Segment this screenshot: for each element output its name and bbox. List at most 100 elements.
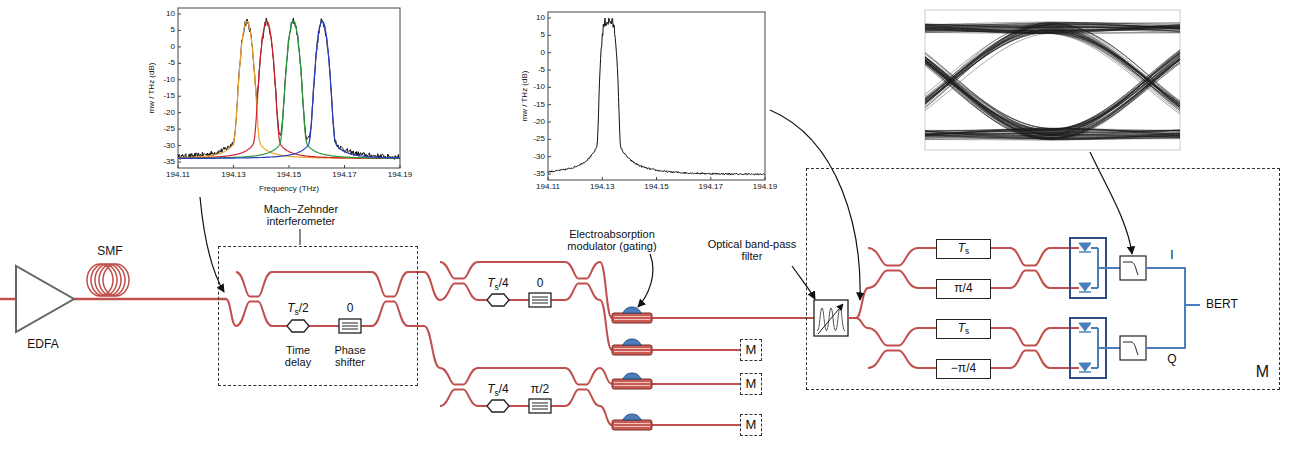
tick-label: -5 [538,66,545,75]
tick-mark [548,52,551,53]
eye-trace [925,55,1180,139]
tick-label: 194.13 [590,183,614,192]
modulator-electrode [623,373,641,379]
component-label: Electroabsorption modulator (gating) [552,228,672,252]
axis-title: Frequency (THz) [259,185,319,194]
eye-trace [925,27,1180,108]
tick-mark [765,177,766,180]
lowpass-filter-symbol [1120,336,1146,360]
tick-label: -15 [163,92,175,101]
electrode-line [532,409,548,410]
spectrum-trace [178,18,400,159]
coupler [440,262,478,279]
eye-trace [925,56,1180,136]
electrical-wire [1091,367,1098,369]
electrical-wire [1146,305,1185,348]
modulator-stripe [614,316,650,317]
electrode-line [532,297,548,298]
eye-trace [925,54,1180,137]
axis-title: mw / THz (dB) [148,63,157,114]
modulator-stripe [614,426,650,427]
tick-label: -20 [163,108,175,117]
tick-mark [178,96,181,97]
tick-mark [178,63,181,64]
modulator-stripe [614,382,650,383]
tick-mark [548,35,551,36]
electrical-wire [1098,347,1120,349]
tick-label: 5 [541,31,545,40]
tick-label: -25 [533,135,545,144]
tick-label: -35 [533,170,545,179]
phase-shifter-symbol [529,293,551,307]
eye-trace [925,49,1180,130]
component-label: Phase shifter [328,344,372,368]
electrode-line [532,403,548,404]
tick-mark [548,70,551,71]
eye-trace [925,59,1180,139]
waveguide [600,300,612,350]
modulator-electrode [623,307,641,313]
eye-trace [925,28,1180,107]
eye-trace [925,24,1180,114]
coupler [440,284,478,301]
tick-label: 5 [171,26,175,35]
coupler [565,262,600,279]
waveguide [478,261,565,263]
delay-value: Ts/4 [487,383,509,396]
box-label: M [746,343,757,357]
electrode-line [342,329,358,330]
coupler [236,272,272,297]
tick-mark [178,165,179,168]
photodiode-bar [1079,331,1091,333]
eye-trace [925,52,1180,139]
tick-label: 194.13 [221,171,245,180]
box-label: M [1256,363,1269,381]
lowpass-response [1123,262,1138,275]
electrical-wire [1091,287,1098,289]
tick-mark [548,177,549,180]
tick-label: 194.11 [536,183,560,192]
modulator-stripe [614,348,650,349]
spectrum-trace [548,18,765,175]
eye-trace [925,49,1180,135]
tick-label: 0 [541,48,545,57]
box-label: M [746,377,757,391]
electrical-wire [1146,268,1185,305]
eye-trace [925,24,1180,113]
eye-trace [925,56,1180,135]
waveguide [600,368,612,384]
tick-label: 194.17 [332,171,356,180]
eye-trace [925,55,1180,138]
receiver-box: M [740,414,762,436]
spectrum-trace [178,21,400,158]
modulator-body [612,313,652,323]
phase-box: −π/4 [936,359,991,379]
box-label: π/4 [954,282,972,295]
phase-box: π/4 [936,279,991,299]
eye-trace [925,32,1180,111]
coupler [372,302,408,327]
tick-mark [656,177,657,180]
tick-label: -30 [163,141,175,150]
tick-mark [178,129,181,130]
box-label: Ts [958,322,970,335]
coupler [868,351,918,369]
waveguide [600,262,612,318]
interferometer-box: Mach−Zehnder interferometer [218,246,418,386]
photodiode-symbol [1079,363,1091,371]
waveguide [600,406,612,425]
filter-passband [826,308,836,331]
photodiode-symbol [1079,243,1091,251]
modulator-electrode [623,414,641,420]
waveguide [652,349,740,351]
component-label: Time delay [278,344,318,368]
eye-trace [925,54,1180,140]
eye-trace [925,49,1180,135]
tick-mark [548,87,551,88]
coupler [372,272,408,297]
component-label: SMF [97,245,122,258]
eye-trace [925,25,1180,112]
eye-trace [925,25,1180,112]
eye-trace [925,57,1180,138]
tick-label: -10 [533,83,545,92]
